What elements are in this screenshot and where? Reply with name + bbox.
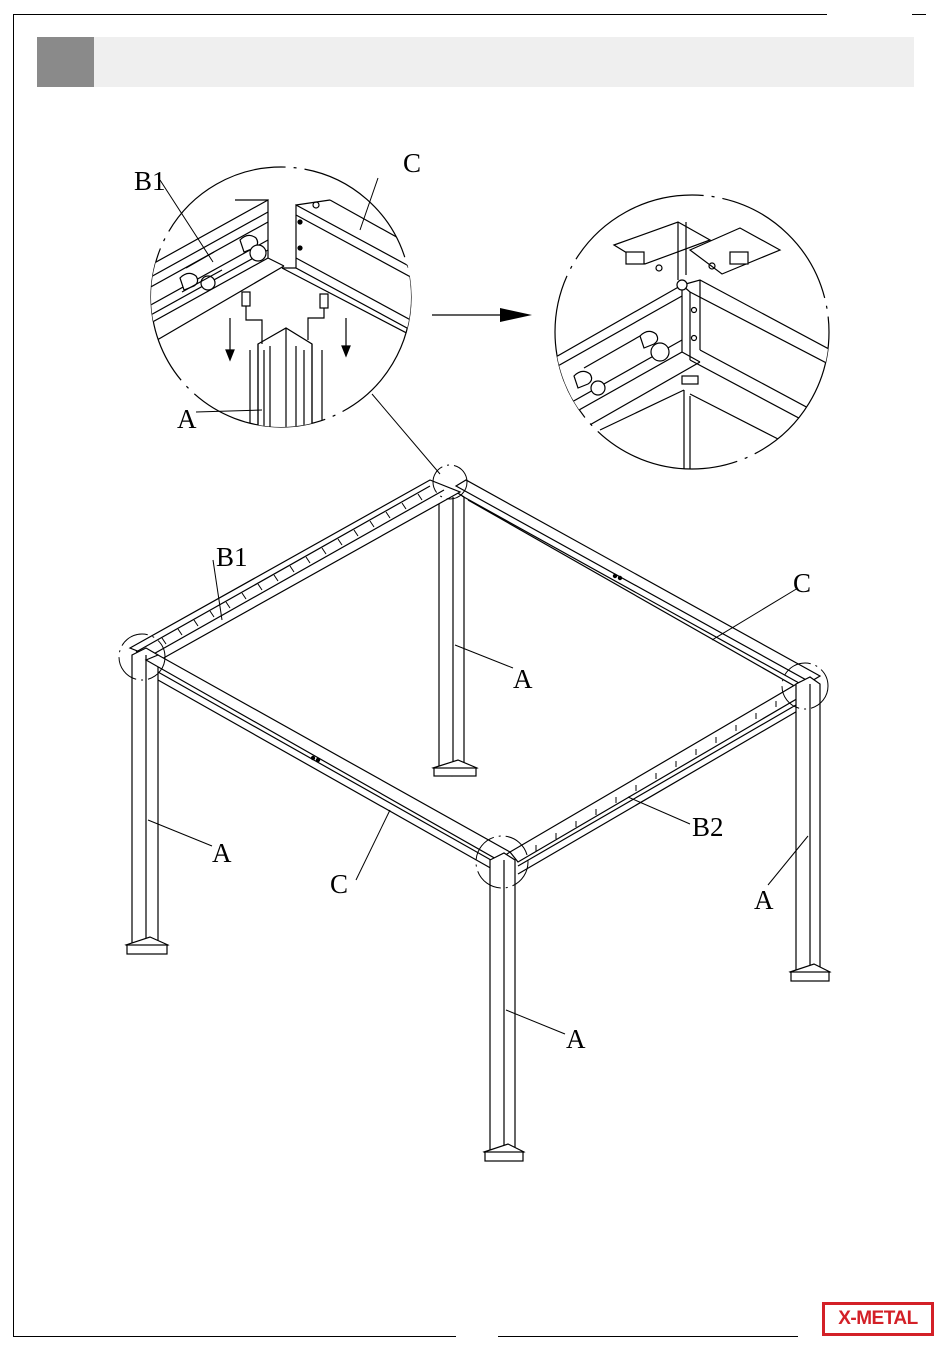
detail-inset-after bbox=[540, 195, 840, 480]
detail-inset-before: B1 C A bbox=[120, 148, 421, 440]
label-a-front: A bbox=[566, 1024, 586, 1054]
label-b1: B1 bbox=[216, 542, 248, 572]
leader-lines bbox=[148, 560, 808, 1034]
pergola-frame bbox=[126, 480, 830, 1161]
brand-logo-text: X-METAL bbox=[838, 1308, 918, 1330]
brand-logo: X-METAL bbox=[822, 1302, 934, 1336]
label-a-right: A bbox=[754, 885, 774, 915]
label-b2: B2 bbox=[692, 812, 724, 842]
label-a-left: A bbox=[212, 838, 232, 868]
label-c-front: C bbox=[330, 869, 348, 899]
inset-label-a: A bbox=[177, 404, 197, 434]
label-a-center: A bbox=[513, 664, 533, 694]
inset-label-c: C bbox=[403, 148, 421, 178]
inset-label-b1: B1 bbox=[134, 166, 166, 196]
transition-arrow bbox=[432, 308, 532, 322]
label-c-right: C bbox=[793, 568, 811, 598]
